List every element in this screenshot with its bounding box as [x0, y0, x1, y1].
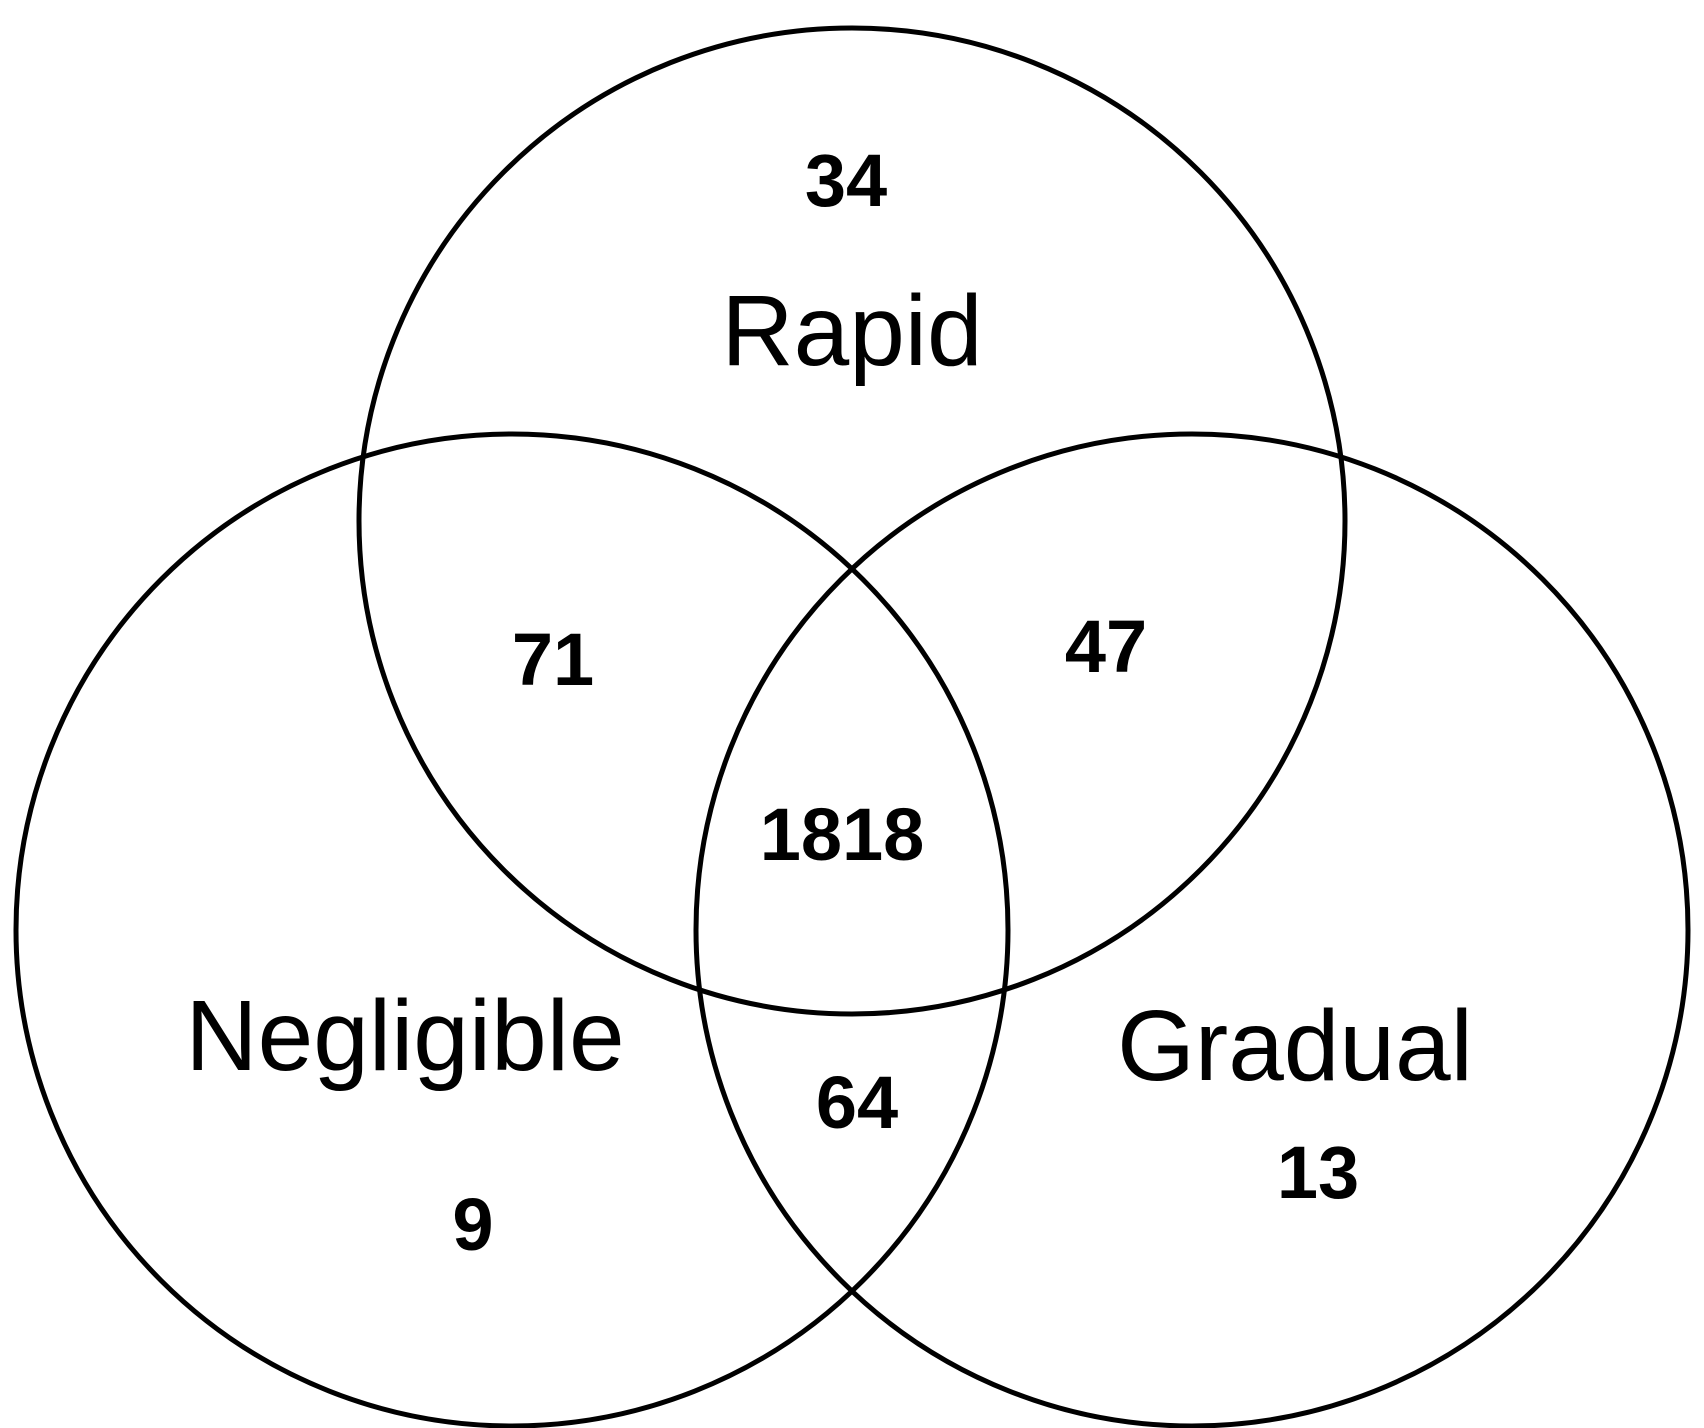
all-three-count: 1818	[760, 793, 925, 876]
rapid-set-circle	[356, 25, 1348, 1017]
negligible-gradual-count: 64	[816, 1061, 898, 1144]
negligible-set-label: Negligible	[185, 980, 624, 1092]
gradual-only-count: 13	[1277, 1131, 1359, 1214]
rapid-set-label: Rapid	[721, 275, 982, 387]
gradual-set-label: Gradual	[1117, 990, 1473, 1102]
rapid-gradual-count: 47	[1065, 605, 1147, 688]
negligible-only-count: 9	[452, 1183, 493, 1266]
rapid-only-count: 34	[805, 139, 887, 222]
gradual-set-circle	[693, 431, 1691, 1428]
rapid-negligible-count: 71	[512, 618, 594, 701]
negligible-set-circle	[13, 431, 1011, 1428]
